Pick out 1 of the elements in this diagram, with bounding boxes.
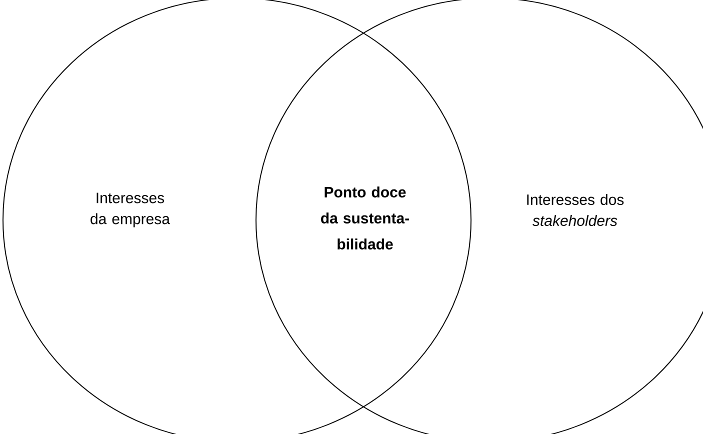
overlap-label: Ponto doce da sustenta-bilidade (321, 186, 409, 250)
